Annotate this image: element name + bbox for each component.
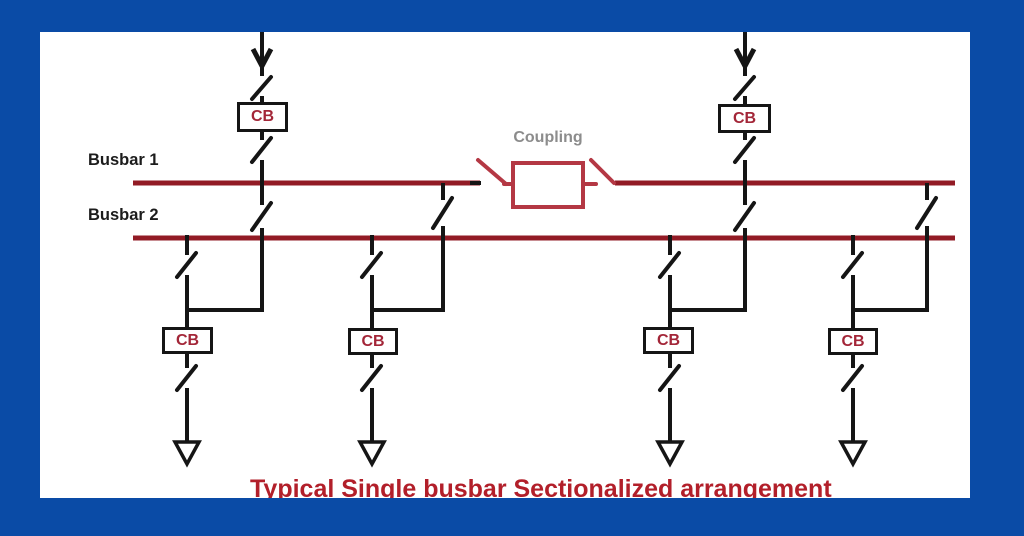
feeder-3 — [655, 235, 747, 468]
disconnector-blade — [250, 136, 273, 164]
diagram-canvas: Busbar 1 Busbar 2 Coupling CB CB CB CB C… — [40, 32, 970, 498]
disconnector-blade — [250, 201, 273, 232]
cb-box-incomer-left: CB — [237, 102, 288, 132]
disconnector-blade — [431, 196, 454, 230]
disconnector-blade — [658, 251, 681, 279]
disconnector-blade — [915, 196, 938, 230]
cb-box-incomer-right: CB — [718, 104, 771, 133]
busbar-2-label: Busbar 2 — [88, 206, 159, 224]
disconnector-blade — [175, 251, 198, 279]
feeder-2 — [357, 183, 454, 468]
cb-box-feeder-1: CB — [162, 327, 213, 354]
incoming-arrow-icon — [250, 47, 274, 72]
incoming-arrow-icon — [733, 47, 757, 72]
outgoing-arrow-icon — [655, 440, 685, 468]
disconnector-blade — [733, 136, 756, 164]
incomer-left — [250, 32, 274, 310]
incomer-right — [733, 32, 757, 310]
disconnector-blade — [841, 364, 864, 392]
coupling-switch-blade-right — [589, 158, 616, 185]
coupling-label: Coupling — [513, 129, 583, 146]
coupling-box — [511, 161, 585, 209]
outgoing-arrow-icon — [838, 440, 868, 468]
disconnector-blade — [733, 75, 756, 101]
disconnector-blade — [360, 251, 383, 279]
coupling-section — [476, 158, 616, 209]
cb-box-feeder-2: CB — [348, 328, 398, 355]
single-line-diagram — [133, 32, 955, 468]
disconnector-blade — [658, 364, 681, 392]
coupling-switch-blade-left — [476, 158, 508, 186]
feeder-4 — [838, 183, 938, 468]
busbar-1-label: Busbar 1 — [88, 151, 159, 169]
busbars — [133, 180, 955, 241]
disconnector-blade — [175, 364, 198, 392]
disconnector-blade — [360, 364, 383, 392]
cb-box-feeder-4: CB — [828, 328, 878, 355]
disconnector-blade — [841, 251, 864, 279]
outgoing-arrow-icon — [357, 440, 387, 468]
diagram-title: Typical Single busbar Sectionalized arra… — [250, 475, 832, 498]
outgoing-arrow-icon — [172, 440, 202, 468]
disconnector-blade — [733, 201, 756, 232]
disconnector-blade — [250, 75, 273, 101]
cb-box-feeder-3: CB — [643, 327, 694, 354]
feeder-1 — [172, 235, 264, 468]
